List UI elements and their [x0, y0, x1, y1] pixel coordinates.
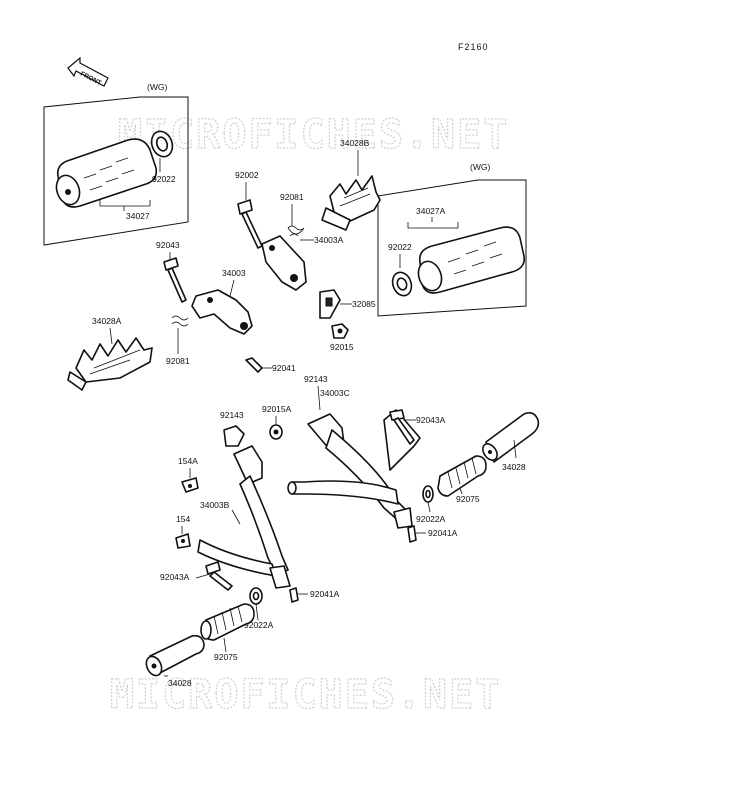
pin-92043A-left — [205, 561, 233, 591]
label-92041-top: 92041 — [272, 363, 296, 373]
washer-92022A-right — [422, 485, 434, 503]
label-92043: 92043 — [156, 240, 180, 250]
label-92015: 92015 — [330, 342, 354, 352]
label-34028A: 34028A — [92, 316, 122, 326]
wg-box-right: (WG) 34027A 92022 — [377, 162, 527, 317]
wg-label-left: (WG) — [147, 82, 167, 92]
clip-32085 — [319, 289, 341, 319]
pin-92043 — [163, 257, 187, 303]
label-92002: 92002 — [235, 170, 259, 180]
front-arrow-icon: FRONT — [67, 56, 109, 87]
label-92081-top: 92081 — [280, 192, 304, 202]
rubber-92075-right — [437, 455, 487, 497]
bracket-frame-34003B — [197, 445, 291, 589]
bracket-34003 — [191, 289, 253, 335]
wg-label-right: (WG) — [470, 162, 490, 172]
watermark-top: MICROFICHES.NET — [118, 112, 509, 158]
watermark-bottom: MICROFICHES.NET — [110, 672, 501, 718]
wg-box-left: (WG) 92022 34027 — [43, 82, 189, 246]
label-34003A: 34003A — [314, 235, 344, 245]
label-34028-left: 34028 — [168, 678, 192, 688]
footpeg-rubber-left — [55, 138, 158, 208]
label-154A: 154A — [178, 456, 198, 466]
label-34028-right: 34028 — [502, 462, 526, 472]
bolt-154 — [175, 533, 191, 549]
footpeg-34028-right — [482, 412, 540, 463]
clamp-92143 — [223, 425, 245, 447]
label-34003: 34003 — [222, 268, 246, 278]
label-32085: 32085 — [352, 299, 376, 309]
label-92022-right: 92022 — [388, 242, 412, 252]
cotter-pin-92041A-left — [289, 587, 299, 603]
washer-right — [391, 271, 413, 297]
label-92075-right: 92075 — [456, 494, 480, 504]
nut-92015 — [331, 323, 349, 339]
figure-code: F2160 — [458, 42, 489, 52]
cotter-pin-92041A-right — [407, 525, 417, 543]
label-92081-bottom: 92081 — [166, 356, 190, 366]
spring-92081-top — [287, 225, 305, 237]
label-34003B: 34003B — [200, 500, 230, 510]
bolt-154A — [181, 477, 199, 493]
rubber-92075-left — [200, 603, 255, 641]
label-34027A: 34027A — [416, 206, 446, 216]
label-92075-left: 92075 — [214, 652, 238, 662]
bolt-92002 — [237, 199, 263, 249]
label-92043A-left: 92043A — [160, 572, 190, 582]
footpeg-34028-left — [145, 634, 205, 677]
label-92022-left: 92022 — [152, 174, 176, 184]
nut-92015A — [269, 424, 283, 440]
footpeg-34028B — [321, 175, 381, 231]
label-34028B: 34028B — [340, 138, 370, 148]
washer-92022A-left — [249, 587, 263, 605]
label-92043A-right: 92043A — [416, 415, 446, 425]
label-34027: 34027 — [126, 211, 150, 221]
label-92041A-left: 92041A — [310, 589, 340, 599]
label-92022A-left: 92022A — [244, 620, 274, 630]
washer-left — [150, 130, 174, 158]
cotter-pin-92041-top — [245, 357, 263, 373]
label-34003C: 34003C — [320, 388, 350, 398]
spring-92081-bottom — [171, 315, 189, 327]
label-92015A: 92015A — [262, 404, 292, 414]
label-154: 154 — [176, 514, 190, 524]
label-92143-top: 92143 — [304, 374, 328, 384]
label-92143-mid: 92143 — [220, 410, 244, 420]
footpeg-rubber-right — [417, 226, 526, 294]
pin-92043A-right — [389, 409, 415, 445]
label-92022A-right: 92022A — [416, 514, 446, 524]
footpeg-34028A — [67, 337, 153, 391]
label-92041A-right: 92041A — [428, 528, 458, 538]
bracket-34003A — [261, 235, 307, 291]
